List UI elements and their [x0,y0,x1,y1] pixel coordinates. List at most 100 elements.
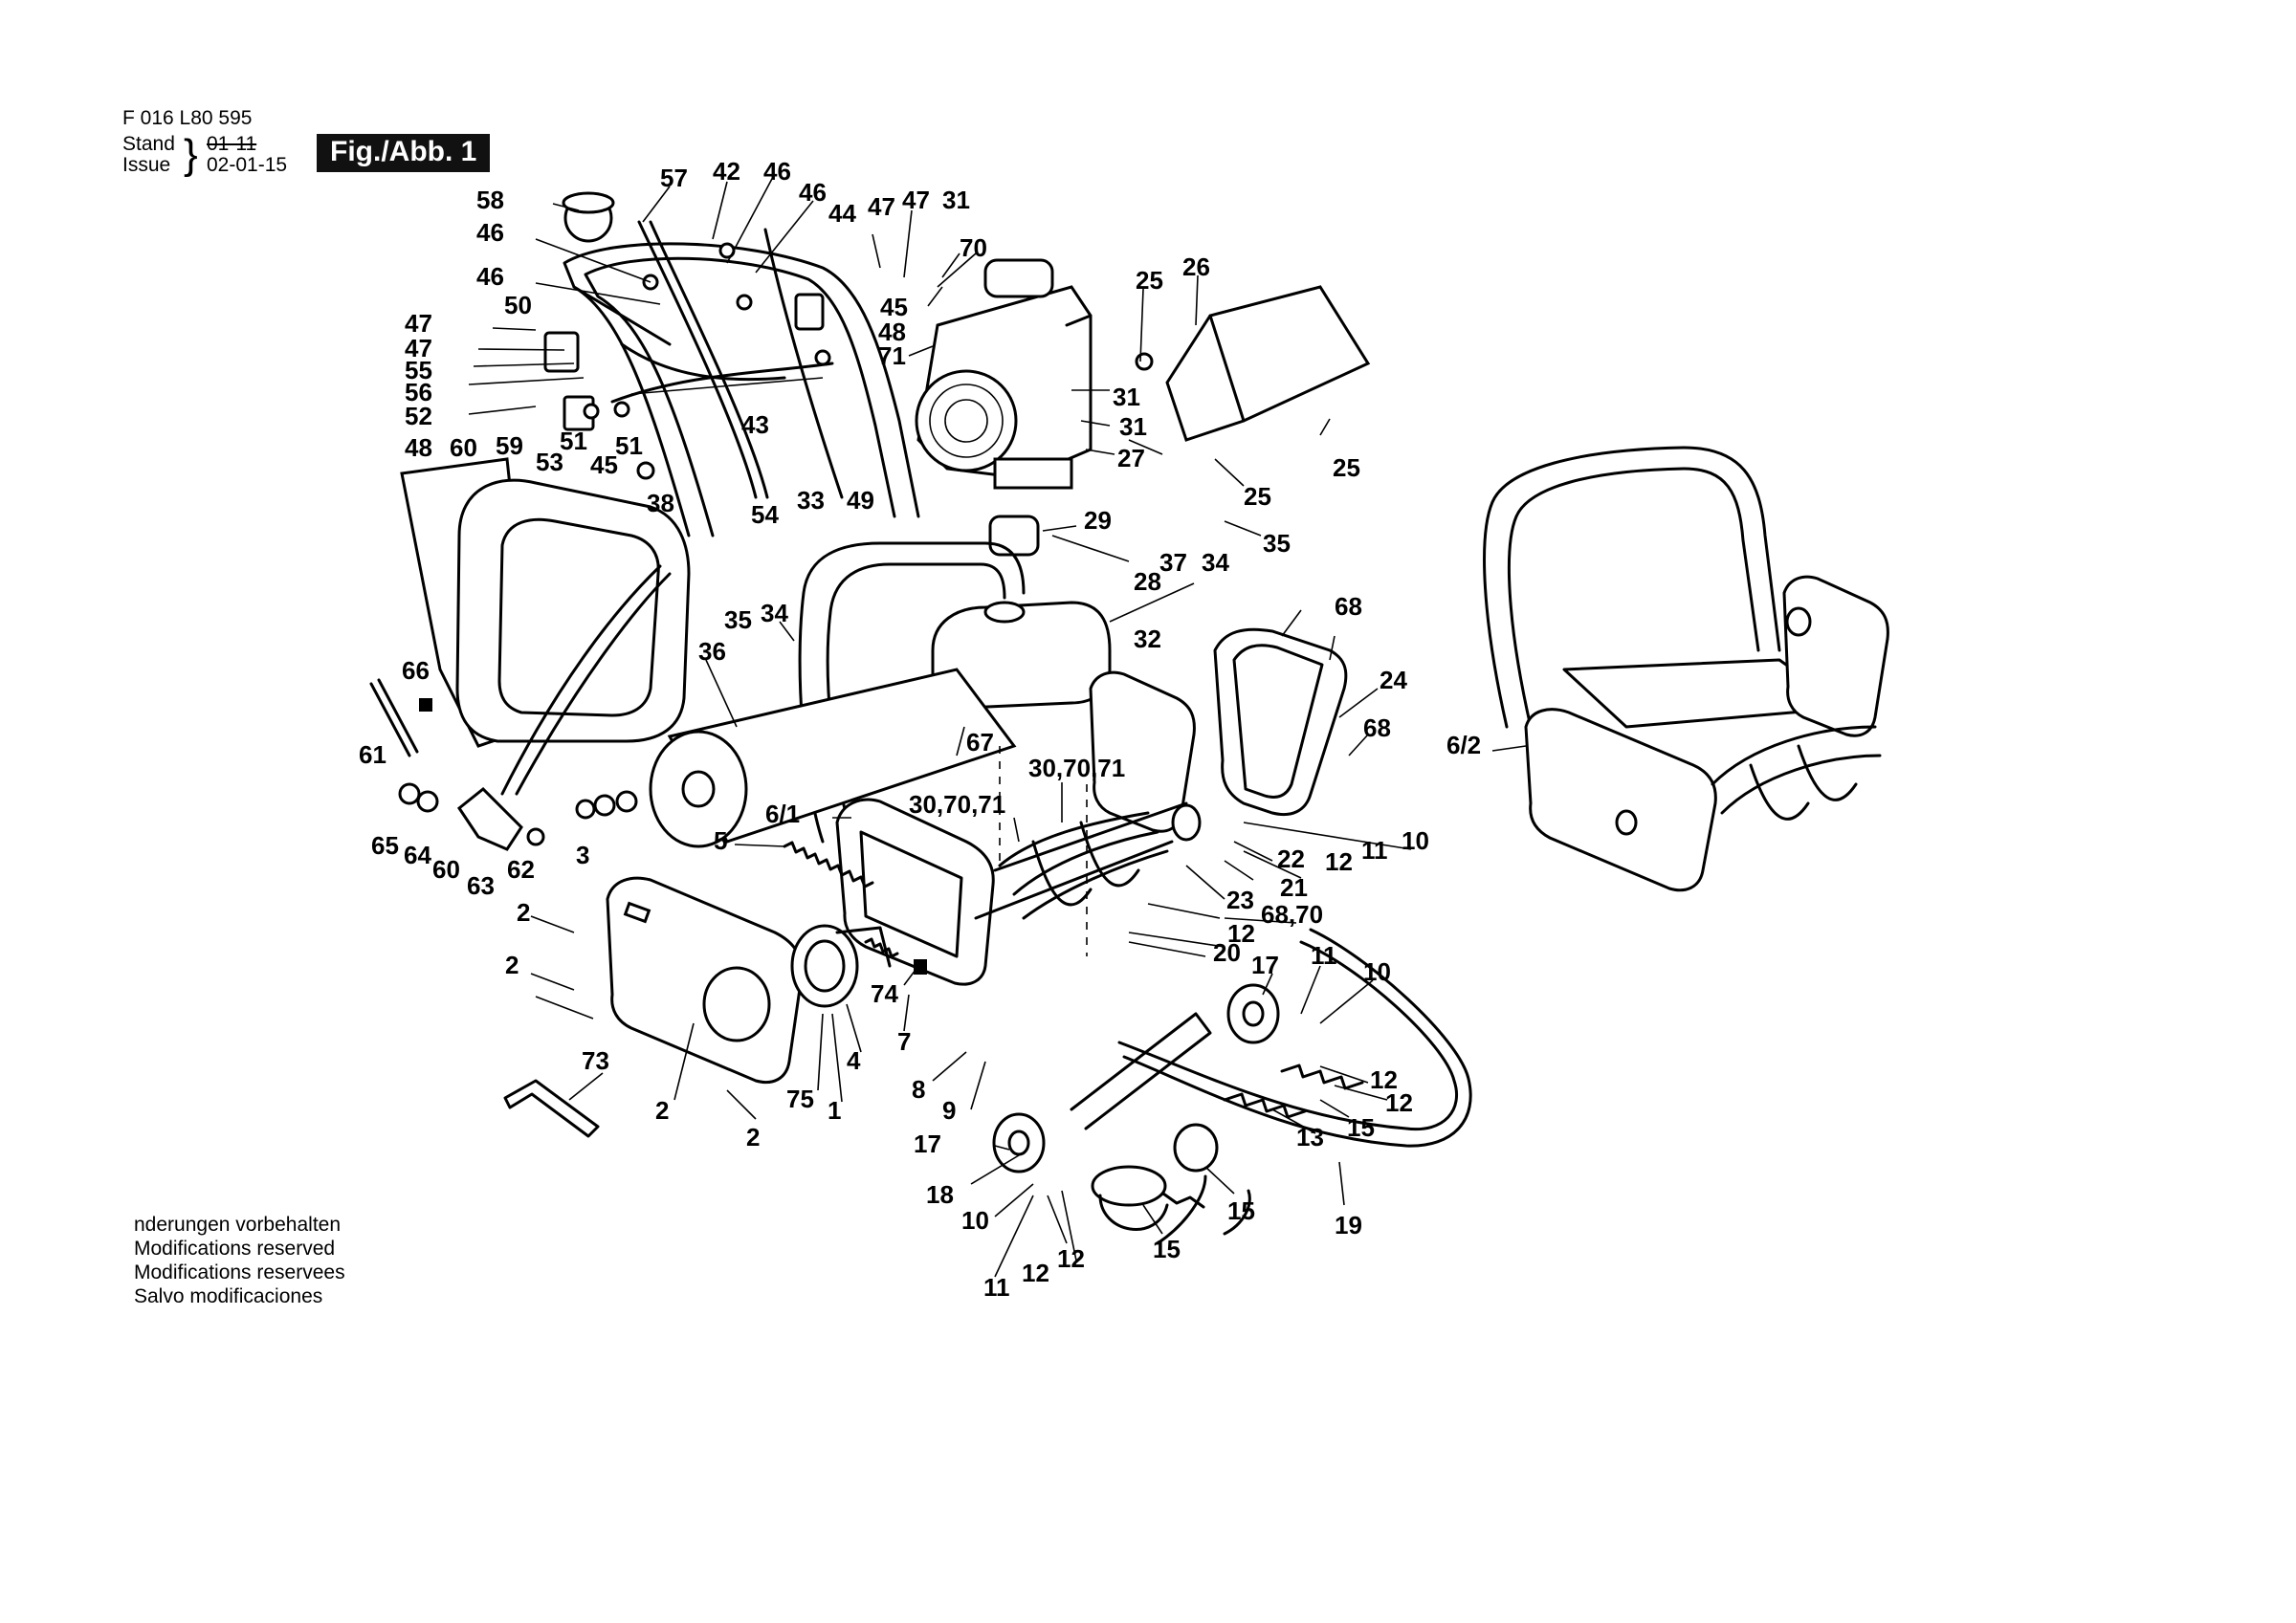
note-french: Modifications reservees [134,1261,345,1283]
callout-29: 29 [1084,506,1112,535]
hex-key [503,1079,600,1138]
chain-guard [1135,285,1371,442]
callout-37: 37 [1159,548,1187,577]
callout-48: 48 [878,318,906,346]
callout-50: 50 [504,291,532,319]
part-number: F 016 L80 595 [122,107,253,129]
callout-44: 44 [828,199,856,228]
engine [915,258,1093,490]
callout-57: 57 [660,164,688,192]
callout-46: 46 [476,262,504,291]
callout-12: 12 [1022,1259,1049,1287]
callout-60: 60 [432,855,460,884]
callout-19: 19 [1335,1211,1362,1239]
callout-6-2: 6/2 [1446,731,1481,759]
cutting-frame [835,670,1202,986]
callout-28: 28 [1134,567,1161,596]
callout-66: 66 [402,656,430,685]
callout-75: 75 [786,1085,814,1113]
note-spanish: Salvo modificaciones [134,1285,323,1307]
callout-48: 48 [405,433,432,462]
callout-42: 42 [713,157,740,186]
callout-8: 8 [912,1075,925,1104]
grass-box [400,457,691,796]
callout-45: 45 [590,450,618,479]
callout-60: 60 [450,433,477,462]
callout-25: 25 [1333,453,1360,482]
callout-52: 52 [405,402,432,430]
callout-68-70: 68,70 [1261,900,1323,929]
callout-32: 32 [1134,625,1161,653]
callout-5: 5 [714,826,727,855]
modification-notes: nderungen vorbehalten Modifications rese… [134,1213,345,1308]
callout-34: 34 [1202,548,1229,577]
callout-1: 1 [828,1096,841,1125]
control-brackets [543,191,831,480]
callout-25: 25 [1244,482,1271,511]
callout-68: 68 [1335,592,1362,621]
callout-15: 15 [1227,1196,1255,1225]
old-date: 01-11 [207,133,257,155]
callout-73: 73 [582,1046,609,1075]
callout-47: 47 [868,192,895,221]
callout-11: 11 [1361,836,1388,865]
rear-roller [575,668,1017,848]
callout-35: 35 [724,605,752,634]
callout-21: 21 [1280,873,1308,902]
callout-30-70-71: 30,70,71 [1028,754,1125,782]
callout-53: 53 [536,448,563,476]
callout-55: 55 [405,356,432,384]
callout-27: 27 [1117,444,1145,472]
callout-35: 35 [1263,529,1291,558]
callout-65: 65 [371,831,399,860]
callout-62: 62 [507,855,535,884]
front-roller-frame [1070,928,1472,1245]
figure-label: Fig./Abb. 1 [317,134,491,172]
callout-51: 51 [560,427,587,455]
callout-12: 12 [1385,1088,1413,1117]
callout-64: 64 [404,841,431,869]
callout-10: 10 [1402,826,1429,855]
callout-11: 11 [983,1273,1010,1302]
callout-22: 22 [1277,844,1305,873]
callout-7: 7 [897,1027,911,1056]
side-frame-right [1213,627,1348,817]
callout-61: 61 [359,740,386,769]
callout-2: 2 [517,898,530,927]
callout-17: 17 [914,1130,941,1158]
issue-label: Issue [122,154,171,176]
callout-20: 20 [1213,938,1241,967]
callout-10: 10 [1363,957,1391,986]
callout-51: 51 [615,431,643,460]
side-plate-left [606,876,804,1085]
note-english: Modifications reserved [134,1238,336,1260]
leader-lines [468,176,1527,1278]
callout-23: 23 [1226,886,1254,914]
alternate-cutting-unit [1483,446,1889,892]
callout-9: 9 [942,1096,956,1125]
note-german: nderungen vorbehalten [134,1214,342,1236]
callout-46: 46 [476,218,504,247]
callout-58: 58 [476,186,504,214]
callout-47: 47 [405,309,432,338]
callout-43: 43 [741,410,769,439]
callout-56: 56 [405,378,432,406]
callout-54: 54 [751,500,779,529]
callout-2: 2 [505,951,519,979]
callout-24: 24 [1380,666,1407,694]
callout-71: 71 [878,341,906,370]
callout-26: 26 [1182,252,1210,281]
callout-46: 46 [763,157,791,186]
callout-15: 15 [1347,1113,1375,1142]
callout-10: 10 [961,1206,989,1235]
callout-12: 12 [1370,1065,1398,1094]
callout-68: 68 [1363,713,1391,742]
callout-31: 31 [942,186,970,214]
callout-15: 15 [1153,1235,1181,1263]
callout-45: 45 [880,293,908,321]
callout-4: 4 [847,1046,861,1075]
callout-11: 11 [1311,941,1337,970]
callout-31: 31 [1119,412,1147,441]
callout-labels: 58 57 42 46 46 47 47 31 44 46 70 46 45 4… [359,157,1481,1302]
callout-13: 13 [1296,1123,1324,1151]
